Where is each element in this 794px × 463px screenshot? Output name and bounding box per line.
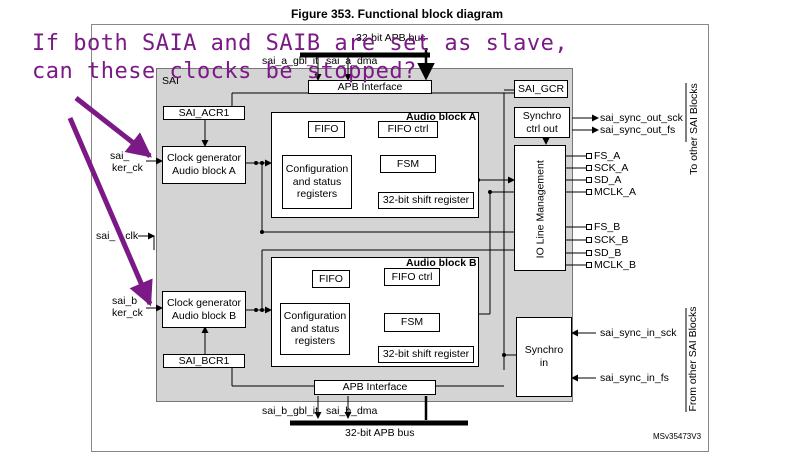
sync-in-sck-label: sai_sync_in_sck — [600, 327, 677, 339]
reference-code: MSv35473V3 — [653, 432, 702, 441]
input-pclk-part2: clk — [125, 230, 139, 242]
shift-register-b: 32-bit shift register — [378, 346, 474, 363]
sai-label: SAI — [162, 75, 179, 87]
clock-gen-a-line2: Audio block A — [172, 165, 236, 177]
from-other-sai-blocks-label: From other SAI Blocks — [687, 306, 699, 412]
config-b-line2: and status — [290, 322, 340, 335]
sync-out-fs-label: sai_sync_out_fs — [600, 124, 676, 136]
fsm-a: FSM — [380, 155, 436, 173]
question-line-2: can these clocks be stopped? — [32, 59, 417, 84]
config-b-line3: registers — [294, 335, 336, 348]
input-b-ker-label-2: ker_ck — [112, 307, 143, 319]
pin-label-mclk-b: MCLK_B — [594, 259, 637, 271]
input-pclk-label: sai_ clk — [96, 231, 138, 242]
clock-generator-a: Clock generator Audio block A — [162, 146, 246, 184]
fifo-a: FIFO — [308, 121, 345, 138]
clock-gen-b-line1: Clock generator — [166, 296, 242, 309]
io-line-management-label: IO Line Management — [534, 160, 547, 259]
pin-label-sck-a: SCK_A — [594, 162, 629, 174]
fifo-ctrl-a: FIFO ctrl — [378, 121, 438, 138]
synchro-in: Synchro in — [516, 317, 572, 397]
synchro-in-line1: Synchro — [524, 344, 564, 357]
sai-acr1-register: SAI_ACR1 — [163, 106, 245, 120]
pin-fs-a — [586, 153, 592, 159]
config-b-line1: Configuration — [283, 310, 347, 323]
config-a-line3: registers — [296, 188, 338, 201]
fifo-ctrl-b: FIFO ctrl — [384, 268, 440, 286]
pin-sck-a — [586, 165, 592, 171]
clock-gen-a-line1: Clock generator — [166, 152, 242, 165]
pin-label-mclk-a: MCLK_A — [594, 186, 637, 198]
pin-mclk-a — [586, 189, 592, 195]
figure-title: Figure 353. Functional block diagram — [290, 7, 504, 21]
io-line-management: IO Line Management — [514, 145, 566, 271]
synchro-in-line2: in — [539, 357, 549, 369]
synchro-ctrl-out: Synchro ctrl out — [514, 107, 570, 138]
pin-fs-b — [586, 224, 592, 230]
fifo-b: FIFO — [312, 270, 350, 288]
audio-block-a-title: Audio block A — [406, 111, 477, 123]
pin-label-fs-b: FS_B — [594, 221, 621, 233]
clock-gen-b-line2: Audio block B — [171, 309, 237, 322]
clock-generator-b: Clock generator Audio block B — [162, 291, 246, 328]
pin-label-sd-a: SD_A — [594, 174, 622, 186]
bottom-bus-label: 32-bit APB bus — [345, 427, 415, 439]
pin-sd-a — [586, 177, 592, 183]
sai-gcr-register: SAI_GCR — [514, 80, 568, 98]
apb-interface-bottom: APB Interface — [314, 380, 436, 395]
top-dma-label: sai_a_dma — [326, 55, 378, 67]
synchro-out-line2: ctrl out — [526, 122, 558, 135]
sync-out-sck-label: sai_sync_out_sck — [600, 112, 683, 124]
audio-block-b-title: Audio block B — [406, 257, 477, 269]
bottom-gbl-it-label: sai_b_gbl_it — [262, 405, 319, 417]
config-a-line2: and status — [292, 175, 342, 188]
pin-mclk-b — [586, 262, 592, 268]
pin-sck-b — [586, 237, 592, 243]
synchro-out-line1: Synchro — [522, 109, 562, 122]
sai-bcr1-register: SAI_BCR1 — [163, 354, 245, 368]
pin-sd-b — [586, 250, 592, 256]
to-other-sai-blocks-label: To other SAI Blocks — [688, 83, 700, 175]
pin-label-fs-a: FS_A — [594, 150, 621, 162]
input-a-ker-label-1: sai_ — [110, 150, 130, 162]
top-bus-label: 32-bit APB bus — [356, 32, 426, 44]
input-b-ker-label-1: sai_b — [112, 295, 138, 307]
pin-label-sck-b: SCK_B — [594, 234, 629, 246]
question-line-1: If both SAIA and SAIB are set as slave, — [32, 31, 569, 56]
config-status-registers-a: Configuration and status registers — [282, 155, 352, 209]
config-a-line1: Configuration — [285, 163, 349, 176]
pin-label-sd-b: SD_B — [594, 247, 622, 259]
fsm-b: FSM — [384, 313, 440, 332]
input-a-ker-label-2: ker_ck — [112, 162, 143, 174]
config-status-registers-b: Configuration and status registers — [280, 303, 350, 355]
bottom-dma-label: sai_b_dma — [326, 405, 378, 417]
top-gbl-it-label: sai_a_gbl_it — [262, 55, 319, 67]
input-pclk-part1: sai_ — [96, 230, 116, 242]
shift-register-a: 32-bit shift register — [378, 192, 474, 209]
sync-in-fs-label: sai_sync_in_fs — [600, 372, 669, 384]
apb-interface-top: APB Interface — [308, 80, 432, 94]
